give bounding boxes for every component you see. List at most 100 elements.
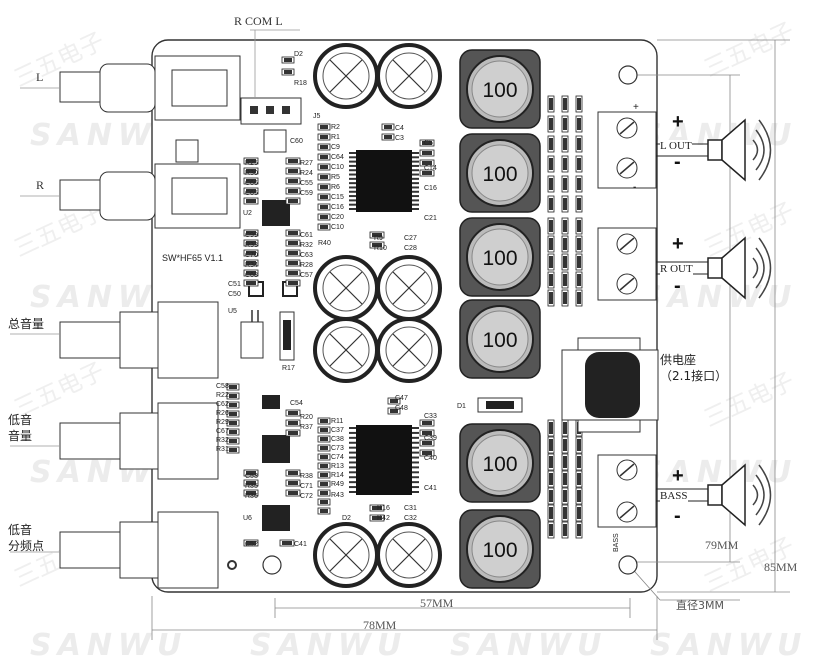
silkscreen-label: R36 (245, 493, 258, 500)
smd-part (285, 279, 301, 287)
silkscreen-label: R2 (331, 124, 340, 131)
rca-jack-left (59, 55, 241, 121)
smd-part (317, 453, 331, 461)
smd-part (419, 449, 435, 457)
smd-part (561, 504, 569, 522)
smd-part (243, 197, 259, 205)
silkscreen-label: C47 (395, 395, 408, 402)
silkscreen-label: C38 (331, 436, 344, 443)
smd-part (561, 453, 569, 471)
smd-part (561, 436, 569, 454)
master-volume-label: 总音量 (8, 317, 45, 331)
smd-part (575, 521, 583, 539)
potentiometer-bass-volume (59, 402, 219, 480)
smd-part (285, 239, 301, 247)
silkscreen-label: C55 (300, 180, 313, 187)
smd-part (419, 439, 435, 447)
watermark-brand: SANWU (250, 628, 408, 663)
soic-chip-u2 (262, 200, 290, 226)
smd-part (561, 487, 569, 505)
smd-part (547, 487, 555, 505)
smd-part (547, 271, 555, 289)
smd-part (243, 167, 259, 175)
smd-part (243, 269, 259, 277)
input-left-label: L (36, 70, 44, 84)
lout-label: L OUT (660, 140, 692, 152)
silkscreen-label: D2 (294, 51, 303, 58)
silkscreen-label: C10 (331, 164, 344, 171)
silkscreen-label: C61 (300, 232, 313, 239)
silkscreen-label: C39 (424, 435, 437, 442)
smd-part (547, 95, 555, 113)
smd-part (547, 235, 555, 253)
silkscreen-label: C48 (395, 405, 408, 412)
smd-part (419, 169, 435, 177)
silkscreen-label: C28 (404, 245, 417, 252)
silkscreen-label: C21 (424, 215, 437, 222)
smd-part (285, 167, 301, 175)
smd-part (317, 498, 331, 506)
smd-part (561, 175, 569, 193)
svg-text:C60: C60 (290, 138, 303, 145)
silkscreen-label: C52 (245, 541, 258, 548)
smd-part (561, 217, 569, 235)
bass-volume-label: 低音音量 (8, 413, 33, 443)
smd-part (285, 419, 301, 427)
smd-part (226, 401, 240, 409)
mounting-hole (618, 65, 638, 85)
silkscreen-label: C41 (424, 485, 437, 492)
silkscreen-label: C70 (245, 252, 258, 259)
silkscreen-label: C9 (331, 144, 340, 151)
smd-part (317, 435, 331, 443)
watermark-brand: SANWU (640, 455, 798, 490)
smd-part (317, 183, 331, 191)
silkscreen-label: C50 (228, 291, 241, 298)
smd-part (419, 139, 435, 147)
electrolytic-capacitor (376, 255, 442, 321)
silkscreen-label: R22 (216, 392, 229, 399)
smd-part (547, 419, 555, 437)
smd-part (317, 153, 331, 161)
smd-part (575, 487, 583, 505)
silkscreen-label: C32 (404, 515, 417, 522)
silkscreen-label: R30 (245, 170, 258, 177)
smd-part (317, 426, 331, 434)
smd-part (561, 115, 569, 133)
svg-text:+: + (633, 102, 639, 113)
silkscreen-label: C16 (424, 185, 437, 192)
smd-part (285, 409, 301, 417)
smd-part (419, 429, 435, 437)
smd-part (285, 479, 301, 487)
silkscreen-label: R16 (377, 505, 390, 512)
electrolytic-capacitor (313, 43, 379, 109)
smd-part (226, 428, 240, 436)
silkscreen-labels: D2R18R2R1C9C64C10R5R6C15C16C20C10R9R10R4… (216, 51, 437, 548)
silkscreen-label: R1 (331, 134, 340, 141)
inductor-value: 100 (482, 79, 517, 102)
dim-inner-width: 57MM (420, 596, 454, 610)
electrolytic-capacitor (313, 317, 379, 383)
smd-part (561, 289, 569, 307)
silkscreen-label: C20 (331, 214, 344, 221)
smd-part (369, 514, 385, 522)
silkscreen-label: R13 (331, 463, 344, 470)
smd-part (575, 135, 583, 153)
smd-part (243, 479, 259, 487)
smd-part (561, 271, 569, 289)
potentiometer-master (59, 301, 219, 379)
silkscreen-label: C40 (424, 455, 437, 462)
silkscreen-label: C74 (331, 454, 344, 461)
silkscreen-label: C62 (216, 401, 229, 408)
smd-part (226, 419, 240, 427)
silkscreen-label: C71 (300, 483, 313, 490)
rout-label: R OUT (660, 263, 693, 275)
inductor: 100 (459, 423, 541, 503)
smd-part (575, 95, 583, 113)
smd-part (419, 419, 435, 427)
smd-part (381, 133, 395, 141)
dim-hole-diameter: 直径3MM (676, 599, 724, 612)
smd-part (369, 504, 385, 512)
silkscreen-label: R10 (374, 245, 387, 252)
mounting-hole (618, 555, 638, 575)
